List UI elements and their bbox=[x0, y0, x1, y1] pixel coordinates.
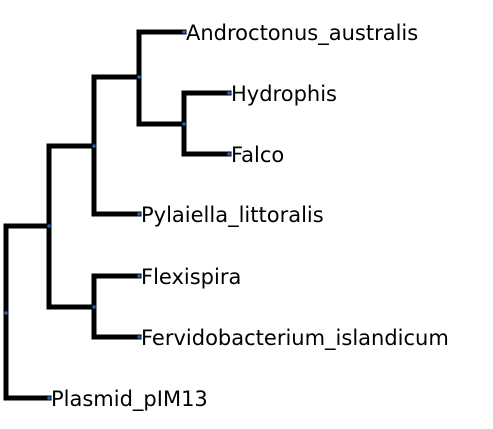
node-dot-androctonus bbox=[182, 30, 186, 34]
tree-leaf-labels: Androctonus_australisHydrophisFalcoPylai… bbox=[51, 21, 449, 412]
leaf-label-fervidobacterium: Fervidobacterium_islandicum bbox=[141, 326, 449, 351]
node-dot-n5 bbox=[92, 305, 96, 309]
leaf-label-falco: Falco bbox=[231, 143, 284, 167]
leaf-label-flexispira: Flexispira bbox=[141, 265, 241, 289]
leaf-label-plasmid: Plasmid_pIM13 bbox=[51, 387, 208, 412]
node-dot-flexispira bbox=[137, 274, 141, 278]
node-dot-n2 bbox=[92, 144, 96, 148]
node-dot-n1 bbox=[47, 224, 51, 228]
node-dot-n4 bbox=[182, 122, 186, 126]
node-dot-n3 bbox=[137, 75, 141, 79]
leaf-label-androctonus: Androctonus_australis bbox=[186, 21, 418, 46]
node-dot-plasmid bbox=[47, 396, 51, 400]
node-dot-hydrophis bbox=[227, 91, 231, 95]
leaf-label-pylaiella: Pylaiella_littoralis bbox=[141, 203, 324, 228]
node-dot-fervidobacterium bbox=[137, 335, 141, 339]
node-dot-pylaiella bbox=[137, 212, 141, 216]
node-dot-root bbox=[4, 311, 8, 315]
tree-node-dots bbox=[4, 30, 231, 400]
leaf-label-hydrophis: Hydrophis bbox=[231, 82, 337, 106]
node-dot-falco bbox=[227, 152, 231, 156]
